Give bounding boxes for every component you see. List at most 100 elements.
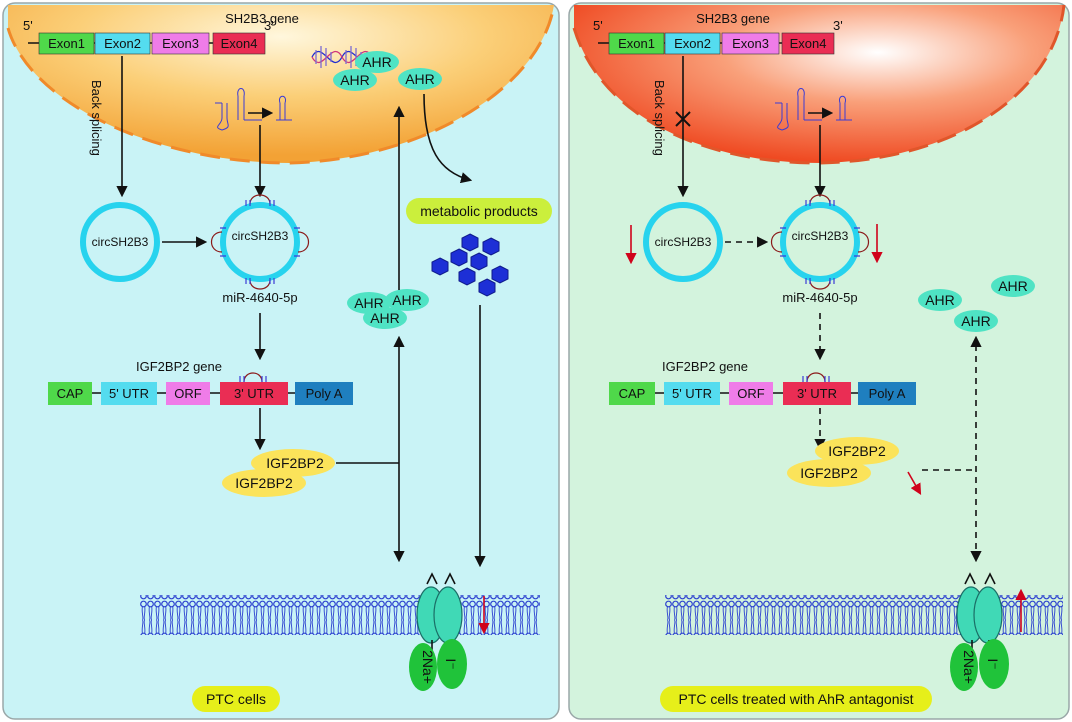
iodide-label: I⁻ [443, 658, 459, 669]
ahr-label: AHR [354, 295, 384, 311]
circ-rna-sponge [780, 202, 860, 282]
metabolic-products-badge [406, 198, 552, 224]
cell-membrane [140, 595, 540, 635]
utr3-segment [783, 382, 851, 405]
exon-2-label: Exon2 [104, 36, 141, 51]
ahr-cytoplasm-cluster: AHR AHR AHR [918, 275, 1035, 332]
right-panel-background [568, 2, 1070, 720]
bound-mirnas [770, 194, 870, 290]
mirna-label: miR-4640-5p [222, 290, 297, 305]
metabolic-products-label: metabolic products [420, 203, 538, 219]
caption-badge [192, 686, 280, 712]
cap-label: CAP [619, 386, 646, 401]
exon-2: Exon2 [94, 32, 151, 55]
circ-free-label: circSH2B3 [655, 235, 712, 249]
metabolite-hexagon [491, 265, 509, 284]
iodide-label: I⁻ [985, 658, 1001, 669]
ahr-cytoplasm-cluster: AHR AHR AHR [347, 289, 429, 329]
igf2bp2-protein: IGF2BP2 IGF2BP2 [222, 449, 335, 497]
sodium-ion [950, 643, 978, 691]
exon-1-label: Exon1 [618, 36, 655, 51]
utr3-segment [220, 382, 288, 405]
igf2bp2-gene-title: IGF2BP2 gene [662, 359, 748, 374]
ahr-nuclear-cluster: AHR AHR AHR [333, 51, 442, 91]
five-prime-label: 5' [593, 18, 603, 33]
exon-3: Exon3 [721, 32, 780, 55]
metabolites [431, 233, 509, 297]
cap-label: CAP [57, 386, 84, 401]
exon-1: Exon1 [38, 32, 95, 55]
exon-1: Exon1 [608, 32, 665, 55]
down-regulation-icon [907, 471, 922, 495]
iodide-ion [979, 639, 1009, 689]
exon-4: Exon4 [212, 32, 266, 55]
exon-1-label: Exon1 [48, 36, 85, 51]
back-splicing-label: Back splicing [89, 80, 104, 156]
circ-sponge-label: circSH2B3 [792, 229, 849, 243]
iodide-ion [437, 639, 467, 689]
igf2bp2-protein: IGF2BP2 IGF2BP2 [787, 437, 899, 487]
transport-direction-icon [426, 572, 456, 585]
nis-transporter [416, 586, 463, 655]
caption-label: PTC cells treated with AhR antagonist [678, 691, 913, 707]
gene-title: SH2B3 gene [225, 11, 299, 26]
sodium-label: 2Na+ [961, 650, 977, 684]
ahr-to-metabolic-arrow [423, 93, 473, 184]
ahr-label: AHR [925, 292, 955, 308]
caption-label: PTC cells [206, 691, 266, 707]
left-panel-background [2, 2, 560, 720]
ahr-label: AHR [362, 54, 392, 70]
mirna-processing-icon [775, 88, 852, 131]
metabolite-hexagon [461, 233, 479, 252]
cap-segment [609, 382, 655, 405]
exon-2-label: Exon2 [674, 36, 711, 51]
exon-3-label: Exon3 [732, 36, 769, 51]
circ-rna-sponge [220, 202, 300, 282]
three-prime-label: 3' [833, 18, 843, 33]
ahr-label: AHR [340, 72, 370, 88]
metabolite-hexagon [478, 278, 496, 297]
polya-label: Poly A [306, 386, 343, 401]
right-panel: SH2B3 gene 5' 3' Exon1 Exon2 Exon3 Exon4… [568, 2, 1070, 720]
polya-label: Poly A [869, 386, 906, 401]
igf2bp2-gene-title: IGF2BP2 gene [136, 359, 222, 374]
orf-segment [166, 382, 210, 405]
exon-3-label: Exon3 [162, 36, 199, 51]
exon-3: Exon3 [151, 32, 210, 55]
utr5-label: 5' UTR [109, 386, 149, 401]
utr5-label: 5' UTR [672, 386, 712, 401]
metabolite-hexagon [431, 257, 449, 276]
utr3-binding-lines [239, 376, 267, 382]
gene-title: SH2B3 gene [696, 11, 770, 26]
exon-4: Exon4 [781, 32, 835, 55]
exon-4-label: Exon4 [221, 36, 258, 51]
igf2bp2-label: IGF2BP2 [266, 455, 324, 471]
left-panel: SH2B3 gene 5' 3' Exon1 Exon2 Exon3 Exon4… [2, 2, 560, 720]
circ-sponge-label: circSH2B3 [232, 229, 289, 243]
cap-segment [48, 382, 92, 405]
circ-free-label: circSH2B3 [92, 235, 149, 249]
sodium-label: 2Na+ [420, 650, 436, 684]
ahr-label: AHR [998, 278, 1028, 294]
ahr-label: AHR [370, 310, 400, 326]
utr5-segment [101, 382, 157, 405]
orf-label: ORF [737, 386, 765, 401]
cell-membrane [665, 595, 1063, 635]
back-splicing-label: Back splicing [652, 80, 667, 156]
ahr-label: AHR [961, 313, 991, 329]
polya-segment [295, 382, 353, 405]
mirna-processing-icon [215, 88, 292, 131]
exon-4-label: Exon4 [790, 36, 827, 51]
orf-segment [729, 382, 773, 405]
caption-badge [660, 686, 932, 712]
circ-rna-free [643, 202, 723, 282]
metabolite-hexagon [458, 267, 476, 286]
exon-2: Exon2 [664, 32, 721, 55]
metabolite-hexagon [482, 237, 500, 256]
metabolite-hexagon [470, 252, 488, 271]
blocked-x-icon [675, 111, 691, 127]
transport-direction-icon [964, 572, 996, 585]
five-prime-label: 5' [23, 18, 33, 33]
orf-label: ORF [174, 386, 202, 401]
igf2bp2-label: IGF2BP2 [828, 443, 886, 459]
